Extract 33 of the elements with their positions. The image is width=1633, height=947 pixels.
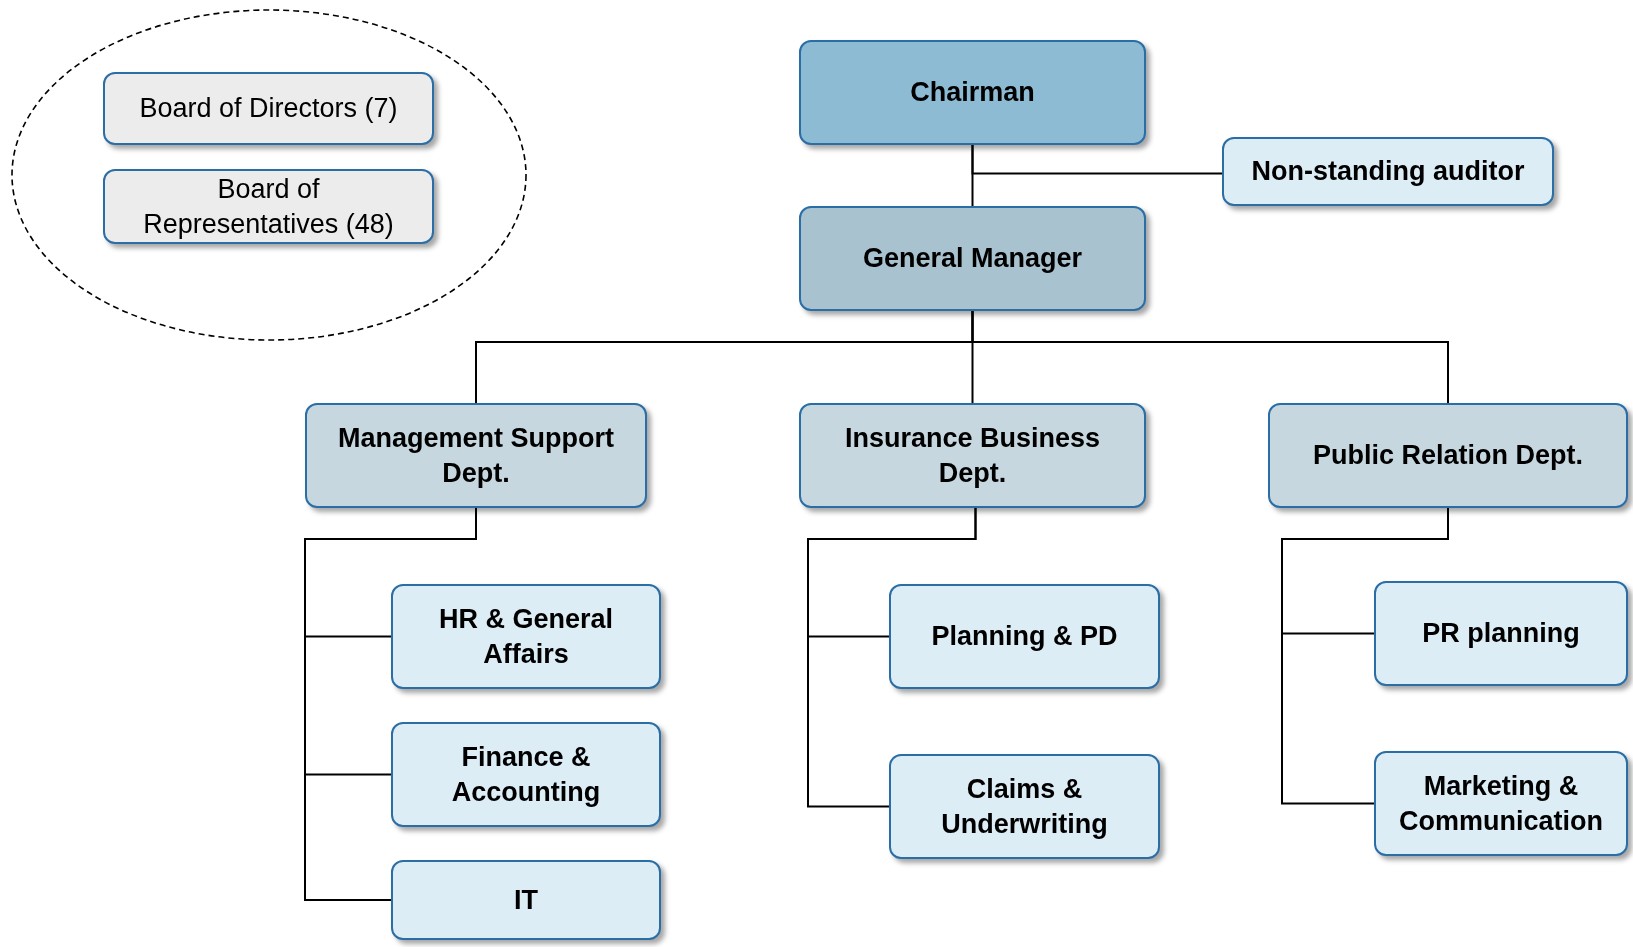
box-label: General Manager (861, 242, 1084, 276)
org-box (305, 403, 647, 508)
org-box (889, 584, 1160, 689)
box-label: Chairman (909, 76, 1036, 110)
org-box (391, 722, 661, 827)
org-box (799, 403, 1146, 508)
box-label: Marketing & Communication (1398, 770, 1604, 838)
org-box (1268, 403, 1628, 508)
org-box (391, 860, 661, 940)
org-box (391, 584, 661, 689)
box-label: Claims & Underwriting (940, 773, 1109, 841)
org-box (103, 72, 434, 145)
box-label: IT (513, 883, 539, 917)
box-label: Public Relation Dept. (1312, 439, 1584, 473)
org-box (799, 40, 1146, 145)
box-label: Insurance Business Dept. (843, 422, 1102, 490)
org-box (799, 206, 1146, 311)
connector-line (807, 507, 977, 808)
connector-line (971, 144, 1223, 175)
box-label: HR & General Affairs (437, 603, 615, 671)
org-box (889, 754, 1160, 859)
box-label: Board of Representatives (48) (142, 173, 395, 241)
box-label: PR planning (1421, 617, 1581, 651)
box-label: Finance & Accounting (450, 741, 602, 809)
org-box (1222, 137, 1554, 206)
box-label: Board of Directors (7) (138, 92, 399, 126)
org-box (1374, 751, 1628, 856)
org-box (1374, 581, 1628, 686)
box-label: Non-standing auditor (1250, 155, 1526, 189)
box-label: Planning & PD (930, 620, 1119, 654)
connector-line (971, 310, 1449, 404)
box-label: Management Support Dept. (337, 422, 615, 490)
org-box (103, 169, 434, 244)
